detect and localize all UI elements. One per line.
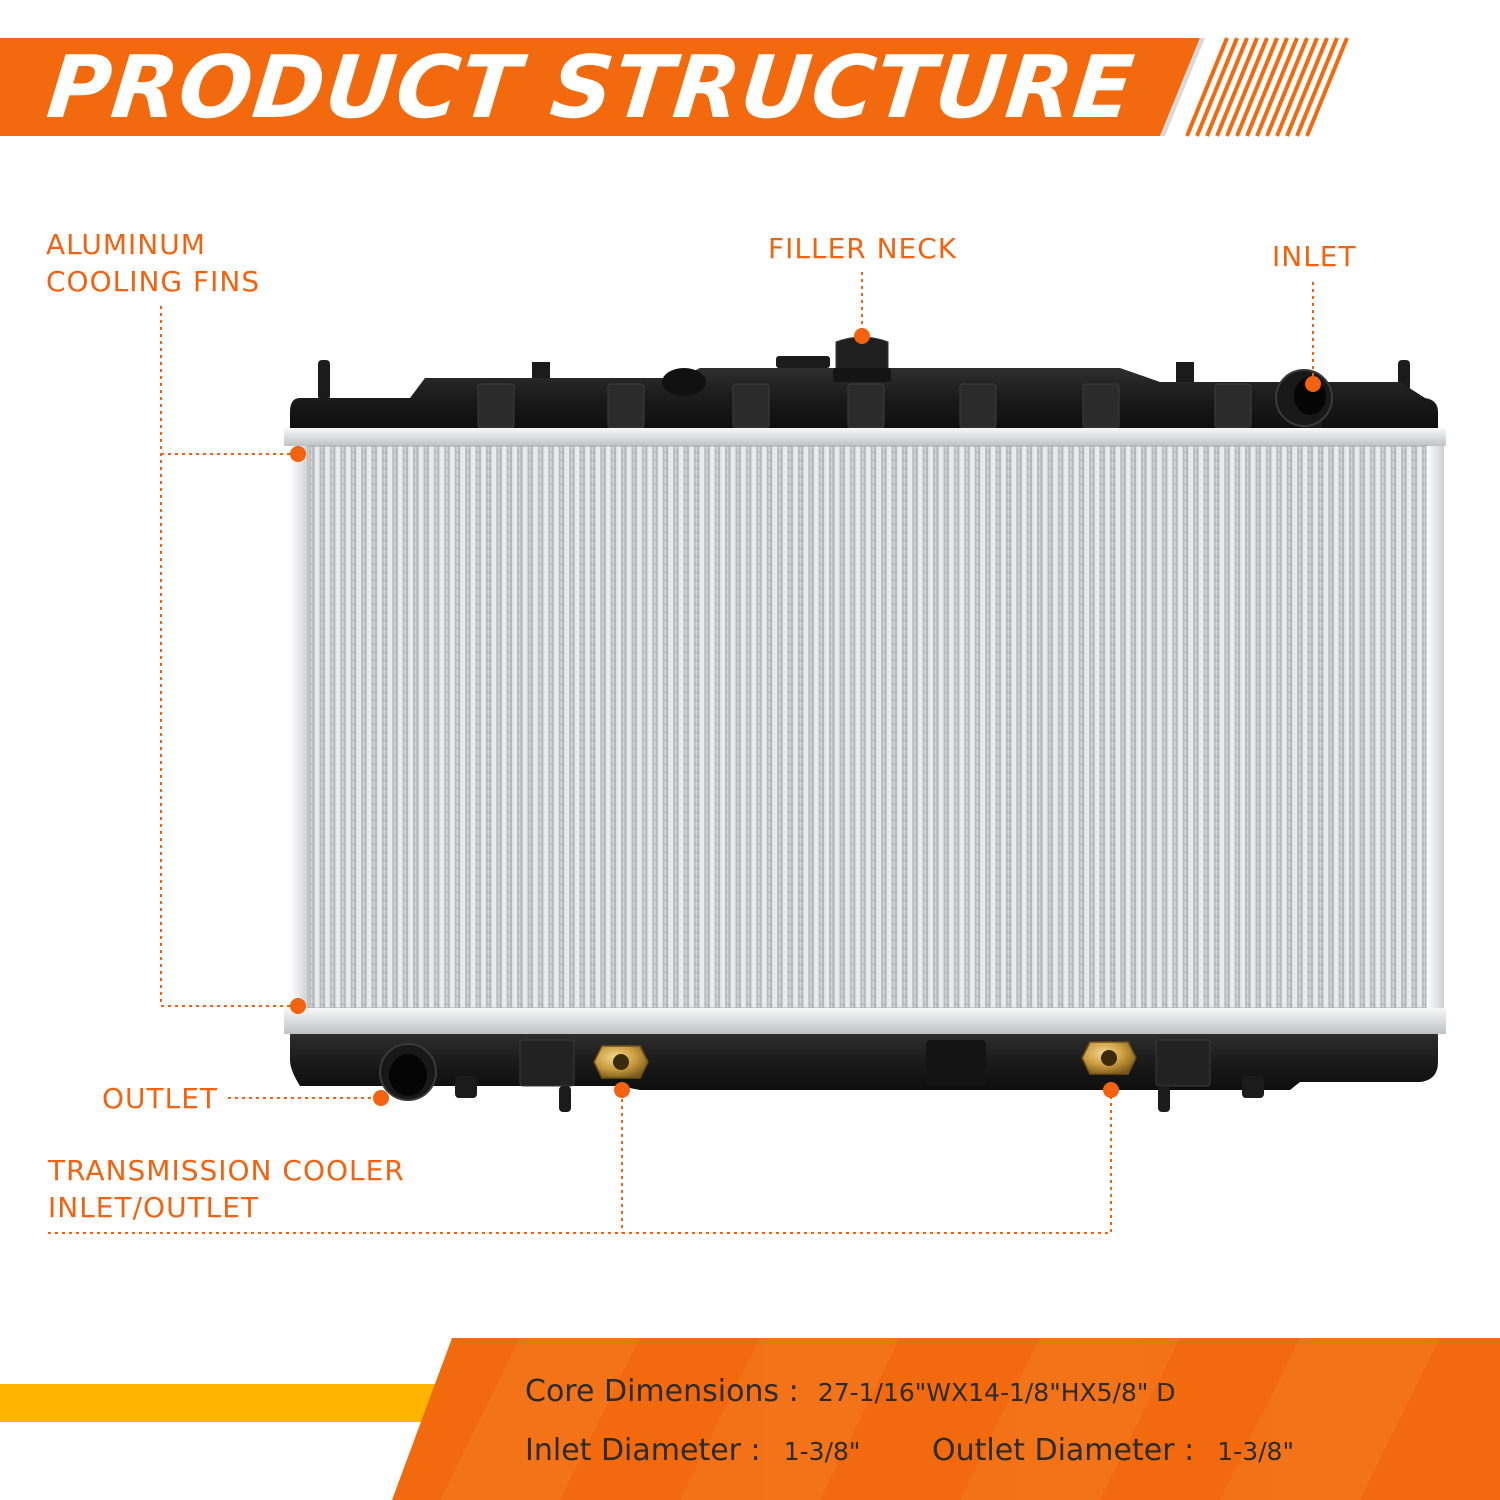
callout-dots bbox=[290, 328, 1321, 1106]
inlet-dot bbox=[1305, 376, 1321, 392]
bottom-tank bbox=[290, 1034, 1438, 1112]
inlet-diameter-value: 1-3/8" bbox=[783, 1437, 861, 1466]
core-side-left bbox=[290, 446, 308, 1008]
banner-stripes bbox=[1185, 37, 1349, 137]
spec-accent-bar bbox=[0, 1384, 460, 1422]
callout-cooling-fins-line1: ALUMINUM bbox=[46, 228, 206, 261]
top-tank bbox=[290, 360, 1438, 430]
core-dimensions-label: Core Dimensions : bbox=[525, 1374, 799, 1409]
radiator bbox=[284, 336, 1446, 1112]
bottom-tank-body bbox=[290, 1034, 1438, 1090]
cooling-fins-leader bbox=[160, 306, 298, 1007]
callout-outlet: OUTLET bbox=[102, 1082, 219, 1115]
cooling-fins-dot-top bbox=[290, 446, 306, 462]
top-tank-boss bbox=[662, 368, 706, 396]
callout-transmission-line1: TRANSMISSION COOLER bbox=[48, 1154, 405, 1187]
title-banner-edge bbox=[1160, 38, 1205, 136]
title-banner-shape bbox=[0, 38, 1200, 136]
brass-fitting-left bbox=[593, 1045, 649, 1079]
outlet-pipe bbox=[379, 1043, 437, 1101]
outlet-diameter-value: 1-3/8" bbox=[1217, 1437, 1294, 1466]
callout-filler-neck: FILLER NECK bbox=[768, 232, 958, 265]
transmission-leader bbox=[48, 1092, 1112, 1234]
spec-outlet-diameter: Outlet Diameter : 1-3/8" bbox=[932, 1433, 1294, 1468]
spec-banner-texture bbox=[440, 1338, 1440, 1500]
aluminum-core bbox=[308, 446, 1426, 1008]
header-banner bbox=[0, 37, 1349, 137]
top-rail bbox=[284, 428, 1446, 446]
callout-cooling-fins: ALUMINUM COOLING FINS bbox=[46, 226, 260, 300]
spec-inlet-diameter: Inlet Diameter : 1-3/8" bbox=[525, 1433, 860, 1468]
bottom-pin-right bbox=[1158, 1086, 1170, 1112]
bottom-rail bbox=[284, 1008, 1446, 1034]
transmission-dot-right bbox=[1103, 1082, 1119, 1098]
outlet-diameter-label: Outlet Diameter : bbox=[932, 1433, 1195, 1468]
callout-transmission-cooler: TRANSMISSION COOLER INLET/OUTLET bbox=[48, 1152, 405, 1226]
core-dimensions-value: 27-1/16"WX14-1/8"HX5/8" D bbox=[817, 1378, 1176, 1407]
spec-banner bbox=[0, 1338, 1500, 1500]
top-left-pin bbox=[318, 360, 330, 400]
inlet-diameter-label: Inlet Diameter : bbox=[525, 1433, 761, 1468]
callout-transmission-line2: INLET/OUTLET bbox=[48, 1191, 260, 1224]
bottom-pin-left bbox=[559, 1086, 571, 1112]
cooling-fins-dot-bottom bbox=[290, 998, 306, 1014]
filler-neck-cap bbox=[776, 336, 891, 382]
bottom-tank-block bbox=[926, 1040, 986, 1086]
core-side-right bbox=[1426, 446, 1444, 1008]
callout-lines bbox=[48, 272, 1314, 1234]
transmission-dot-left bbox=[614, 1082, 630, 1098]
outlet-dot bbox=[373, 1090, 389, 1106]
callout-inlet: INLET bbox=[1272, 240, 1357, 273]
callout-cooling-fins-line2: COOLING FINS bbox=[46, 265, 261, 298]
spec-banner-shape bbox=[392, 1338, 1500, 1500]
spec-core-dimensions: Core Dimensions : 27-1/16"WX14-1/8"HX5/8… bbox=[525, 1374, 1176, 1409]
filler-neck-dot bbox=[854, 328, 870, 344]
brass-fitting-right bbox=[1081, 1041, 1137, 1075]
page-title: PRODUCT STRUCTURE bbox=[42, 38, 1139, 138]
